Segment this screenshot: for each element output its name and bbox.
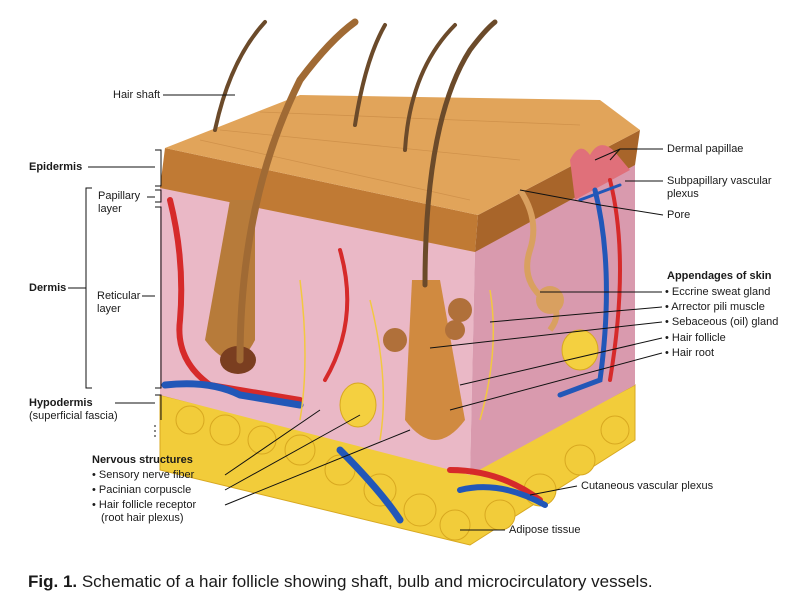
figure-caption: Fig. 1. Schematic of a hair follicle sho… [28,572,653,592]
label-appendages-title: Appendages of skin [667,270,772,282]
dermal-papillae [570,145,630,200]
label-appendage: • Hair root [665,347,715,359]
hair-shafts [213,18,498,364]
label-reticular-2: layer [97,303,121,315]
label-nervous: • Pacinian corpuscle [92,484,192,496]
caption-prefix: Fig. 1. [28,572,78,591]
label-appendage: • Hair follicle [665,332,726,344]
label-appendage: • Sebaceous (oil) gland [665,316,779,328]
label-epidermis: Epidermis [29,161,83,173]
label-nervous: • Sensory nerve fiber [92,469,195,481]
label-pore: Pore [667,209,691,221]
epidermis-front [160,148,478,252]
label-subpapillary-1: Subpapillary vascular [667,175,772,187]
label-reticular-1: Reticular [97,290,141,302]
leader-lines [68,94,664,531]
label-hair-shaft: Hair shaft [113,89,161,101]
label-hypodermis: Hypodermis [29,397,93,409]
label-nervous-title: Nervous structures [92,454,193,466]
label-dermis: Dermis [29,282,67,294]
label-adipose: Adipose tissue [509,524,581,536]
pacinian-corpuscle [339,329,599,428]
label-papillary-2: layer [98,203,122,215]
label-nervous: (root hair plexus) [101,512,184,524]
label-hypodermis-sub: (superficial fascia) [29,410,118,422]
label-dermal-papillae: Dermal papillae [667,143,744,155]
hair-follicle-center [405,280,465,440]
label-cutaneous-plexus: Cutaneous vascular plexus [581,480,714,492]
label-nervous: • Hair follicle receptor [92,499,197,511]
label-appendage: • Eccrine sweat gland [665,286,771,298]
artery [167,197,303,403]
label-papillary-1: Papillary [98,190,141,202]
label-subpapillary-2: plexus [667,188,699,200]
caption-text: Schematic of a hair follicle showing sha… [77,572,653,591]
label-appendage: • Arrector pili muscle [665,301,765,313]
vein [161,380,304,409]
dermis-side-face [470,160,635,475]
